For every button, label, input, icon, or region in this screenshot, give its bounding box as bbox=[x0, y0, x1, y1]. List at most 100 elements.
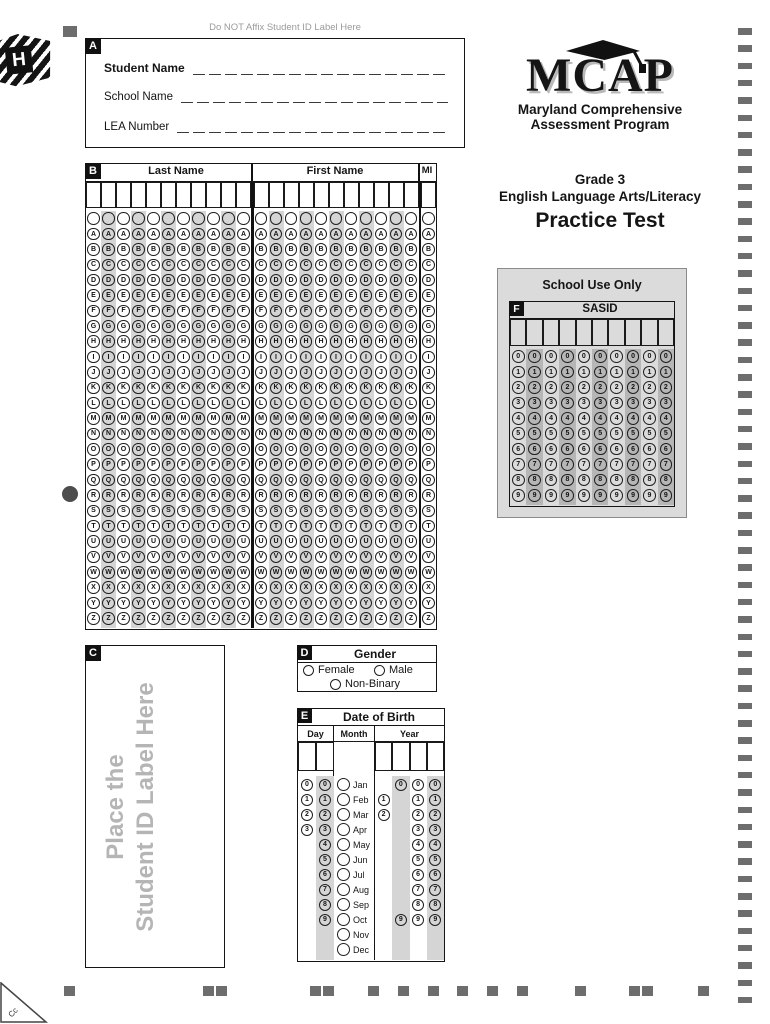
bubble-letter-R[interactable]: R bbox=[344, 489, 358, 502]
bubble-letter-X[interactable]: X bbox=[422, 581, 435, 594]
bubble-letter-T[interactable]: T bbox=[269, 519, 283, 533]
sasid-write-cell[interactable] bbox=[657, 319, 675, 346]
bubble-digit-2[interactable]: 2 bbox=[626, 381, 640, 394]
bubble-letter-I[interactable]: I bbox=[117, 350, 130, 364]
bubble-letter-R[interactable]: R bbox=[222, 489, 235, 502]
bubble-letter-D[interactable]: D bbox=[222, 273, 235, 287]
bubble-letter-S[interactable]: S bbox=[162, 504, 175, 517]
sasid-write-cell[interactable] bbox=[559, 319, 576, 346]
bubble-letter-C[interactable]: C bbox=[404, 258, 418, 271]
bubble-letter-P[interactable]: P bbox=[374, 458, 388, 471]
bubble-letter-P[interactable]: P bbox=[329, 458, 343, 471]
bubble-letter-D[interactable]: D bbox=[389, 273, 403, 287]
bubble-letter-M[interactable]: M bbox=[269, 412, 283, 425]
bubble-letter-O[interactable]: O bbox=[102, 443, 115, 456]
bubble-letter-X[interactable]: X bbox=[389, 581, 403, 594]
name-write-cell[interactable] bbox=[403, 182, 419, 208]
bubble-letter-H[interactable]: H bbox=[147, 335, 160, 348]
bubble-letter-Y[interactable]: Y bbox=[237, 596, 250, 610]
bubble-letter-V[interactable]: V bbox=[207, 550, 220, 564]
bubble-letter-B[interactable]: B bbox=[284, 243, 298, 256]
bubble-letter-T[interactable]: T bbox=[344, 519, 358, 533]
bubble-letter-B[interactable]: B bbox=[422, 243, 435, 256]
bubble-letter-J[interactable]: J bbox=[269, 366, 283, 379]
bubble-digit-8[interactable]: 8 bbox=[610, 473, 623, 487]
month-bubble-may[interactable] bbox=[337, 838, 350, 851]
bubble-digit-6[interactable]: 6 bbox=[528, 442, 541, 456]
bubble-letter-K[interactable]: K bbox=[192, 381, 205, 394]
bubble-letter-J[interactable]: J bbox=[222, 366, 235, 379]
bubble-letter-N[interactable]: N bbox=[254, 427, 268, 441]
bubble-digit-5[interactable]: 5 bbox=[511, 427, 525, 440]
month-bubble-aug[interactable] bbox=[337, 883, 350, 896]
day-col1-bubble-0[interactable]: 0 bbox=[301, 778, 313, 791]
bubble-letter-T[interactable]: T bbox=[177, 519, 190, 533]
bubble-letter-W[interactable]: W bbox=[177, 566, 190, 579]
sasid-write-cell[interactable] bbox=[510, 319, 527, 346]
bubble-letter-J[interactable]: J bbox=[147, 366, 160, 379]
female-bubble[interactable] bbox=[303, 664, 314, 676]
month-bubble-jan[interactable] bbox=[337, 778, 350, 791]
bubble-letter-G[interactable]: G bbox=[207, 320, 220, 333]
name-write-cell[interactable] bbox=[236, 182, 251, 208]
bubble-letter-S[interactable]: S bbox=[359, 504, 373, 517]
year-col3-bubble-9[interactable]: 9 bbox=[412, 913, 425, 926]
gender-option-female[interactable]: Female bbox=[303, 664, 355, 676]
bubble-letter-F[interactable]: F bbox=[162, 304, 175, 318]
bubble-letter-T[interactable]: T bbox=[192, 519, 205, 533]
bubble-letter-P[interactable]: P bbox=[207, 458, 220, 471]
bubble-letter-V[interactable]: V bbox=[177, 550, 190, 564]
bubble-letter-S[interactable]: S bbox=[329, 504, 343, 517]
bubble-letter-U[interactable]: U bbox=[222, 535, 235, 548]
bubble-letter-J[interactable]: J bbox=[329, 366, 343, 379]
bubble-letter-X[interactable]: X bbox=[222, 581, 235, 594]
month-bubble-dec[interactable] bbox=[337, 943, 350, 956]
bubble-letter-B[interactable]: B bbox=[237, 243, 250, 256]
bubble-letter-E[interactable]: E bbox=[389, 289, 403, 302]
bubble-digit-1[interactable]: 1 bbox=[544, 365, 558, 379]
bubble-letter-K[interactable]: K bbox=[269, 381, 283, 394]
bubble-letter-M[interactable]: M bbox=[422, 412, 435, 425]
bubble-letter-F[interactable]: F bbox=[359, 304, 373, 318]
bubble-letter-B[interactable]: B bbox=[147, 243, 160, 256]
bubble-letter-I[interactable]: I bbox=[422, 350, 435, 364]
bubble-letter-D[interactable]: D bbox=[374, 273, 388, 287]
bubble-letter-P[interactable]: P bbox=[389, 458, 403, 471]
bubble-letter-D[interactable]: D bbox=[132, 273, 145, 287]
bubble-letter-M[interactable]: M bbox=[102, 412, 115, 425]
bubble-digit-9[interactable]: 9 bbox=[577, 488, 591, 502]
bubble-letter-E[interactable]: E bbox=[147, 289, 160, 302]
bubble-letter-L[interactable]: L bbox=[329, 396, 343, 410]
bubble-letter-Z[interactable]: Z bbox=[192, 612, 205, 625]
bubble-letter-G[interactable]: G bbox=[162, 320, 175, 333]
bubble-letter-Z[interactable]: Z bbox=[87, 612, 100, 625]
bubble-letter-O[interactable]: O bbox=[422, 443, 435, 456]
bubble-letter-N[interactable]: N bbox=[222, 427, 235, 441]
bubble-letter-T[interactable]: T bbox=[329, 519, 343, 533]
bubble-letter-U[interactable]: U bbox=[422, 535, 435, 548]
bubble-blank[interactable] bbox=[192, 212, 205, 225]
bubble-blank[interactable] bbox=[314, 212, 328, 225]
bubble-digit-7[interactable]: 7 bbox=[610, 458, 623, 471]
bubble-digit-2[interactable]: 2 bbox=[577, 381, 591, 394]
bubble-letter-C[interactable]: C bbox=[222, 258, 235, 271]
bubble-digit-1[interactable]: 1 bbox=[528, 365, 541, 379]
bubble-letter-F[interactable]: F bbox=[147, 304, 160, 318]
bubble-letter-R[interactable]: R bbox=[177, 489, 190, 502]
year-col3-write-cell[interactable] bbox=[409, 742, 427, 771]
bubble-blank[interactable] bbox=[207, 212, 220, 225]
bubble-letter-P[interactable]: P bbox=[284, 458, 298, 471]
bubble-letter-I[interactable]: I bbox=[237, 350, 250, 364]
bubble-letter-P[interactable]: P bbox=[132, 458, 145, 471]
bubble-letter-B[interactable]: B bbox=[132, 243, 145, 256]
bubble-letter-I[interactable]: I bbox=[389, 350, 403, 364]
bubble-letter-C[interactable]: C bbox=[422, 258, 435, 271]
bubble-letter-A[interactable]: A bbox=[404, 227, 418, 241]
bubble-letter-Q[interactable]: Q bbox=[422, 473, 435, 487]
bubble-letter-L[interactable]: L bbox=[269, 396, 283, 410]
name-write-cell[interactable] bbox=[358, 182, 374, 208]
bubble-letter-X[interactable]: X bbox=[284, 581, 298, 594]
bubble-letter-U[interactable]: U bbox=[269, 535, 283, 548]
bubble-digit-8[interactable]: 8 bbox=[659, 473, 673, 487]
bubble-letter-Y[interactable]: Y bbox=[222, 596, 235, 610]
